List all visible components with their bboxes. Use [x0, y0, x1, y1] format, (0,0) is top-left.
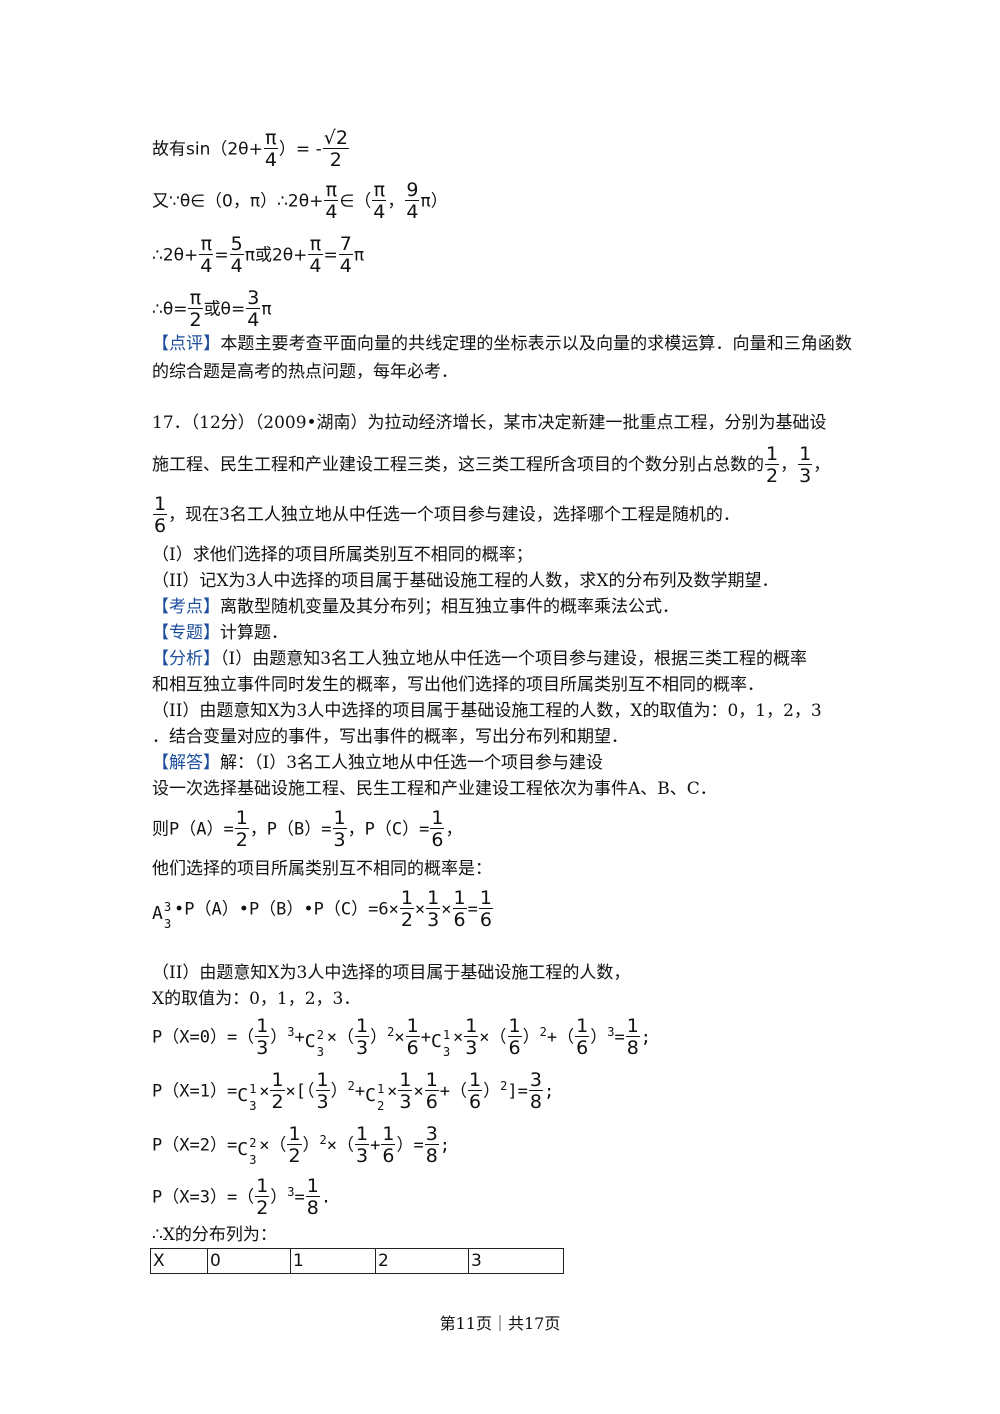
- part2-sol: （II）由题意知X为3人中选择的项目属于基础设施工程的人数，: [152, 963, 631, 983]
- comment-tag: 【点评】: [152, 334, 221, 354]
- fenxi-line2: 和相互独立事件同时发生的概率，写出他们选择的项目所属类别互不相同的概率．: [152, 675, 764, 695]
- table-cell: 3: [468, 1248, 564, 1274]
- table-cell: 2: [375, 1248, 469, 1274]
- page-footer: 第11页｜共17页: [439, 1314, 561, 1333]
- dist-intro: ∴X的分布列为：: [152, 1225, 277, 1245]
- jieda-line1: 【解答】解：（I）3名工人独立地从中任选一个项目参与建设: [152, 753, 604, 773]
- kaodian-line: 【考点】离散型随机变量及其分布列；相互独立事件的概率乘法公式．: [152, 597, 679, 617]
- table-row: X 0 1 2 3: [150, 1248, 564, 1274]
- diff-line: 他们选择的项目所属类别互不相同的概率是：: [152, 859, 492, 879]
- fenxi-tag: 【分析】: [152, 649, 220, 669]
- table-cell: 1: [290, 1248, 376, 1274]
- comment-paragraph: 【点评】本题主要考查平面向量的共线定理的坐标表示以及向量的求模运算．向量和三角函…: [152, 334, 853, 382]
- zhuanti-line: 【专题】计算题．: [152, 623, 288, 643]
- fenxi-line4: ．结合变量对应的事件，写出事件的概率，写出分布列和期望．: [152, 727, 628, 747]
- jieda-line2: 设一次选择基础设施工程、民生工程和产业建设工程依次为事件A、B、C．: [152, 779, 717, 799]
- table-cell: 0: [207, 1248, 291, 1274]
- zhuanti-tag: 【专题】: [152, 623, 220, 643]
- q17-part2: （II）记X为3人中选择的项目属于基础设施工程的人数，求X的分布列及数学期望．: [152, 571, 779, 591]
- fenxi-line1: 【分析】（I）由题意知3名工人独立地从中任选一个项目参与建设，根据三类工程的概率: [152, 649, 808, 669]
- q17-line1: 17．（12分）（2009•湖南）为拉动经济增长，某市决定新建一批重点工程，分别…: [152, 413, 827, 433]
- fenxi-line3: （II）由题意知X为3人中选择的项目属于基础设施工程的人数，X的取值为：0，1，…: [152, 701, 822, 721]
- table-cell: X: [150, 1248, 208, 1274]
- x-values: X的取值为：0，1，2，3．: [152, 989, 361, 1009]
- distribution-table: X 0 1 2 3: [150, 1248, 564, 1274]
- kaodian-tag: 【考点】: [152, 597, 220, 617]
- q17-part1: （I）求他们选择的项目所属类别互不相同的概率；: [152, 545, 533, 565]
- jieda-tag: 【解答】: [152, 753, 220, 773]
